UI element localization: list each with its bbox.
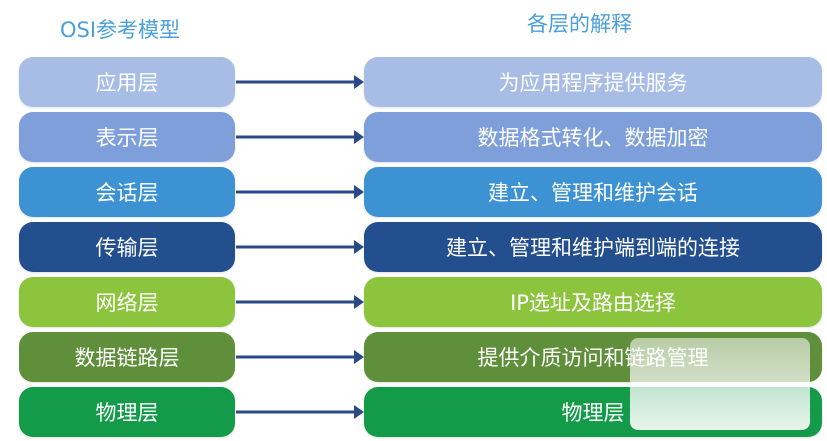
arrow-right-icon bbox=[236, 185, 364, 199]
right-header: 各层的解释 bbox=[527, 12, 632, 36]
layer-description: 建立、管理和维护会话 bbox=[364, 167, 822, 217]
layer-description: 数据格式转化、数据加密 bbox=[364, 112, 822, 162]
arrow-right-icon bbox=[236, 350, 364, 364]
left-header: OSI参考模型 bbox=[60, 18, 181, 42]
layer-row: 传输层 建立、管理和维护端到端的连接 bbox=[0, 222, 827, 276]
layer-name: 物理层 bbox=[19, 387, 235, 437]
layer-name: 会话层 bbox=[19, 167, 235, 217]
layer-name: 应用层 bbox=[19, 57, 235, 107]
layer-row: 数据链路层 提供介质访问和链路管理 bbox=[0, 332, 827, 386]
layer-description: IP选址及路由选择 bbox=[364, 277, 822, 327]
layer-name: 数据链路层 bbox=[19, 332, 235, 382]
arrow-right-icon bbox=[236, 405, 364, 419]
layer-name: 网络层 bbox=[19, 277, 235, 327]
layer-row: 网络层 IP选址及路由选择 bbox=[0, 277, 827, 331]
layer-name: 表示层 bbox=[19, 112, 235, 162]
layer-row: 会话层 建立、管理和维护会话 bbox=[0, 167, 827, 221]
layer-description: 建立、管理和维护端到端的连接 bbox=[364, 222, 822, 272]
layer-description: 为应用程序提供服务 bbox=[364, 57, 822, 107]
arrow-right-icon bbox=[236, 295, 364, 309]
arrow-right-icon bbox=[236, 130, 364, 144]
layer-row: 表示层 数据格式转化、数据加密 bbox=[0, 112, 827, 166]
layer-row: 应用层 为应用程序提供服务 bbox=[0, 57, 827, 111]
arrow-right-icon bbox=[236, 75, 364, 89]
layer-name: 传输层 bbox=[19, 222, 235, 272]
watermark-overlay bbox=[630, 338, 810, 430]
arrow-right-icon bbox=[236, 240, 364, 254]
